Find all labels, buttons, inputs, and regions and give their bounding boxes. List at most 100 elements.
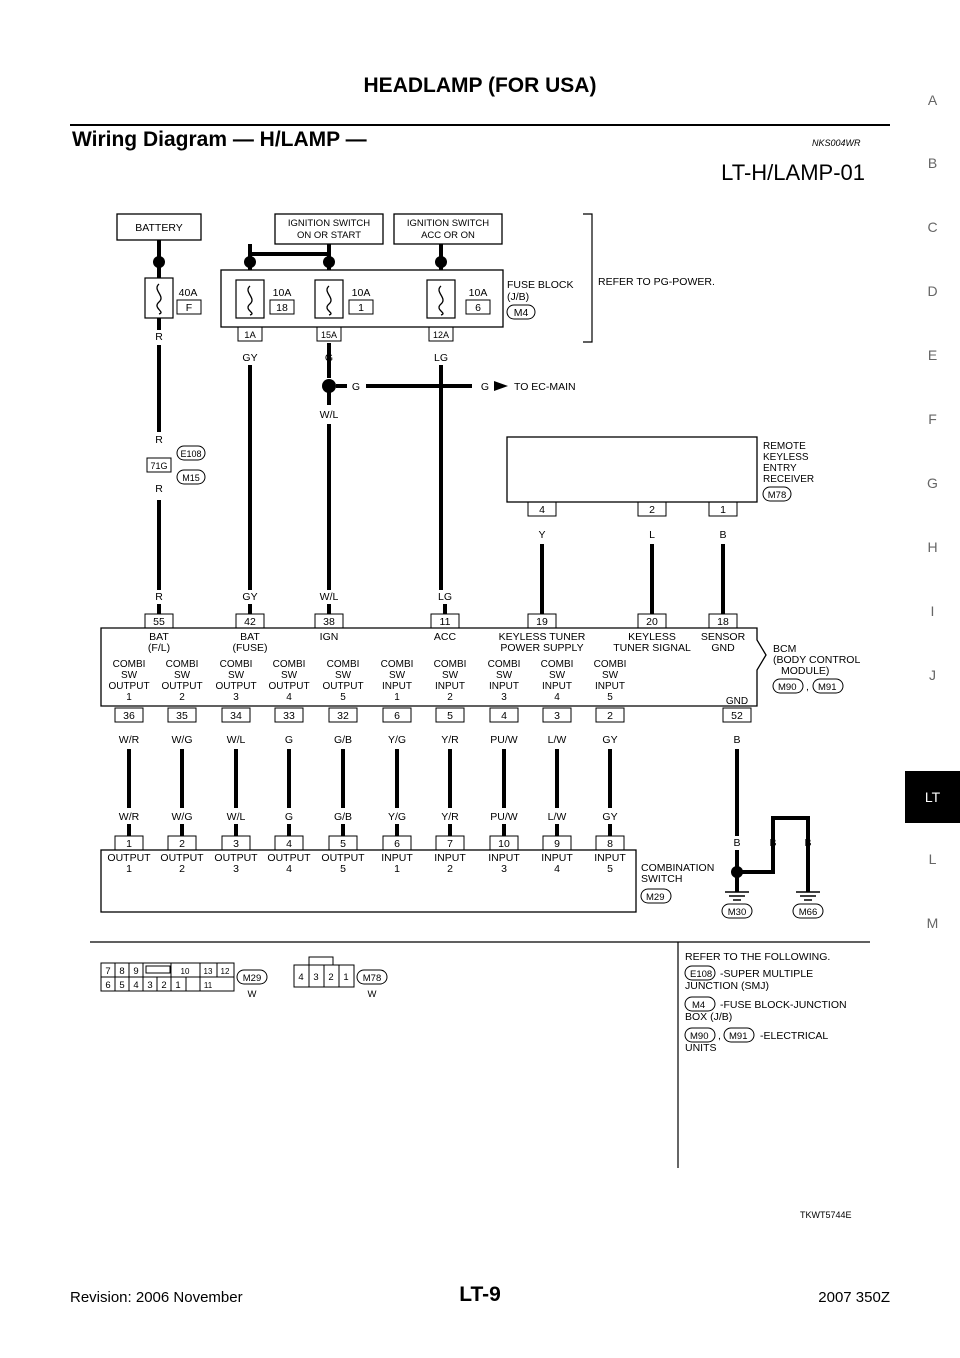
svg-text:M4: M4 <box>692 1000 705 1011</box>
tab-i[interactable]: I <box>930 603 935 619</box>
tab-m[interactable]: M <box>926 915 939 931</box>
tab-d[interactable]: D <box>927 283 938 299</box>
svg-text:3: 3 <box>233 838 239 850</box>
svg-text:4: 4 <box>501 710 507 722</box>
svg-text:3: 3 <box>233 692 239 703</box>
page-title: HEADLAMP (FOR USA) <box>363 74 597 97</box>
svg-text:W/L: W/L <box>320 591 339 603</box>
tab-b[interactable]: B <box>927 155 938 171</box>
ground-section: B B B M30 M66 <box>721 816 824 919</box>
svg-text:G/B: G/B <box>334 811 352 823</box>
svg-text:10A: 10A <box>469 287 488 299</box>
svg-text:6: 6 <box>475 302 481 314</box>
svg-text:COMBI: COMBI <box>541 659 574 670</box>
tab-a[interactable]: A <box>927 92 938 108</box>
svg-text:BCM: BCM <box>773 643 796 655</box>
svg-text:10: 10 <box>181 967 190 976</box>
cs-name-label: COMBINATION SWITCH M29 <box>640 862 714 904</box>
svg-text:KEYLESS TUNER: KEYLESS TUNER <box>499 631 586 643</box>
svg-text:8: 8 <box>607 838 613 850</box>
svg-text:R: R <box>155 591 163 603</box>
svg-text:3: 3 <box>501 863 507 875</box>
svg-text:TUNER SIGNAL: TUNER SIGNAL <box>613 642 691 654</box>
svg-text:10A: 10A <box>352 287 371 299</box>
svg-text:4: 4 <box>554 692 560 703</box>
svg-text:SW: SW <box>335 670 352 681</box>
svg-text:2: 2 <box>447 863 453 875</box>
svg-text:GY: GY <box>242 591 257 603</box>
svg-text:OUTPUT: OUTPUT <box>321 852 365 864</box>
svg-text:4: 4 <box>286 692 292 703</box>
svg-text:M78: M78 <box>768 490 786 501</box>
svg-text:2: 2 <box>649 504 655 516</box>
svg-text:INPUT: INPUT <box>488 852 520 864</box>
svg-text:7: 7 <box>447 838 453 850</box>
svg-text:M90: M90 <box>690 1031 708 1042</box>
svg-text:9: 9 <box>554 838 560 850</box>
svg-text:4: 4 <box>554 863 560 875</box>
svg-text:11: 11 <box>440 616 451 628</box>
svg-text:3: 3 <box>233 863 239 875</box>
svg-text:ACC OR ON: ACC OR ON <box>421 230 475 241</box>
smj-connector: R 71G R E108 M15 <box>146 434 206 495</box>
svg-text:-ELECTRICAL: -ELECTRICAL <box>760 1030 828 1042</box>
svg-text:W: W <box>248 989 257 1000</box>
svg-text:,: , <box>718 1030 721 1042</box>
combination-switch-box <box>100 849 637 913</box>
svg-text:GY: GY <box>602 734 617 746</box>
svg-text:COMBI: COMBI <box>166 659 199 670</box>
svg-text:40A: 40A <box>179 287 198 299</box>
svg-text:M29: M29 <box>646 892 664 903</box>
svg-text:6: 6 <box>394 838 400 850</box>
svg-text:Y/G: Y/G <box>388 734 406 746</box>
svg-text:2: 2 <box>179 692 185 703</box>
svg-text:W/L: W/L <box>320 409 339 421</box>
tab-j[interactable]: J <box>929 667 936 683</box>
tab-lt[interactable]: LT <box>905 771 960 823</box>
svg-text:2: 2 <box>179 863 185 875</box>
tab-h[interactable]: H <box>927 539 938 555</box>
tab-e[interactable]: E <box>927 347 938 363</box>
svg-text:GY: GY <box>242 352 257 364</box>
section-tabs: A B C D E F G H I J LT L M <box>905 0 960 1358</box>
svg-text:18: 18 <box>276 302 288 314</box>
svg-text:2: 2 <box>161 980 166 991</box>
svg-text:BOX (J/B): BOX (J/B) <box>685 1011 732 1023</box>
fb-term-12a: 12A <box>433 330 449 340</box>
svg-text:6: 6 <box>105 980 110 991</box>
svg-text:(J/B): (J/B) <box>507 291 529 303</box>
svg-text:SW: SW <box>496 670 513 681</box>
svg-text:M4: M4 <box>514 307 529 319</box>
svg-text:1: 1 <box>358 302 364 314</box>
svg-text:3: 3 <box>313 972 318 983</box>
tab-f[interactable]: F <box>928 411 937 427</box>
fuse-10a-18: 10A 18 <box>235 279 295 319</box>
svg-text:INPUT: INPUT <box>594 852 626 864</box>
svg-text:13: 13 <box>204 967 213 976</box>
svg-text:INPUT: INPUT <box>541 852 573 864</box>
wiring-diagram: BATTERY IGNITION SWITCH ON OR START IGNI… <box>90 213 870 1168</box>
svg-text:10A: 10A <box>273 287 292 299</box>
svg-text:E108: E108 <box>690 969 712 980</box>
svg-text:W/L: W/L <box>227 734 246 746</box>
svg-text:REFER TO THE FOLLOWING.: REFER TO THE FOLLOWING. <box>685 951 830 963</box>
svg-text:MODULE): MODULE) <box>781 665 829 677</box>
tab-g[interactable]: G <box>927 475 938 491</box>
svg-text:COMBI: COMBI <box>488 659 521 670</box>
tab-c[interactable]: C <box>927 219 938 235</box>
svg-text:11: 11 <box>204 981 213 990</box>
fb-term-15a: 15A <box>321 330 337 340</box>
svg-text:1: 1 <box>343 972 348 983</box>
svg-text:OUTPUT: OUTPUT <box>268 681 309 692</box>
svg-text:2: 2 <box>447 692 453 703</box>
svg-text:SW: SW <box>549 670 566 681</box>
svg-text:UNITS: UNITS <box>685 1042 717 1054</box>
svg-text:PU/W: PU/W <box>490 811 518 823</box>
svg-text:Y/R: Y/R <box>441 734 459 746</box>
svg-text:M78: M78 <box>363 973 381 984</box>
svg-text:L: L <box>649 529 655 541</box>
tab-l[interactable]: L <box>928 851 937 867</box>
svg-text:INPUT: INPUT <box>542 681 572 692</box>
svg-text:R: R <box>155 331 163 343</box>
svg-text:2: 2 <box>607 710 613 722</box>
